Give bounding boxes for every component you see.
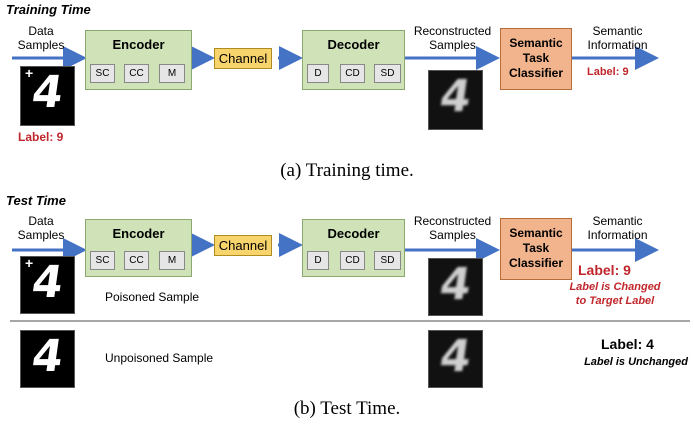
test-decoder-block: Decoder D CD SD xyxy=(302,219,405,277)
train-input-digit: + 4 xyxy=(20,65,75,126)
test-data-samples-label: Data Samples xyxy=(17,214,65,242)
plus-icon: + xyxy=(25,65,34,81)
train-reconstructed-digit-glyph: 4 xyxy=(436,71,475,122)
training-title: Training Time xyxy=(6,2,91,17)
test-unpoisoned-reconstructed-digit: 4 xyxy=(428,330,483,388)
train-semantic-info-label: Semantic Information xyxy=(587,24,648,52)
test-encoder-cc: CC xyxy=(124,251,149,270)
train-decoder-title: Decoder xyxy=(327,37,380,52)
poisoned-note: Label is Changed to Target Label xyxy=(569,281,661,307)
test-decoder-d: D xyxy=(307,251,329,270)
train-decoder-sd: SD xyxy=(374,64,401,83)
test-poisoned-digit-glyph: 4 xyxy=(28,257,67,308)
train-reconstructed-label: Reconstructed Samples xyxy=(413,24,492,52)
plus-icon: + xyxy=(25,255,34,271)
train-encoder-m: M xyxy=(159,64,185,83)
train-channel-block: Channel xyxy=(214,48,272,69)
train-encoder-block: Encoder SC CC M xyxy=(85,30,192,90)
train-output-label: Label: 9 xyxy=(587,66,629,78)
train-encoder-sc: SC xyxy=(90,64,115,83)
test-decoder-sd: SD xyxy=(374,251,401,270)
test-classifier-block: Semantic Task Classifier xyxy=(500,218,572,280)
train-data-samples-label: Data Samples xyxy=(17,24,65,52)
train-decoder-d: D xyxy=(307,64,329,83)
test-title: Test Time xyxy=(6,193,66,208)
caption-a: (a) Training time. xyxy=(280,160,414,181)
test-encoder-block: Encoder SC CC M xyxy=(85,219,192,277)
train-input-digit-glyph: 4 xyxy=(28,67,67,118)
test-poisoned-reconstructed-digit: 4 xyxy=(428,258,483,316)
train-encoder-title: Encoder xyxy=(112,37,165,52)
poisoned-sample-label: Poisoned Sample xyxy=(105,290,200,304)
test-reconstructed-label: Reconstructed Samples xyxy=(413,214,492,242)
test-unpoisoned-digit-glyph: 4 xyxy=(28,331,67,382)
train-input-label: Label: 9 xyxy=(18,130,64,144)
unpoisoned-note: Label is Unchanged xyxy=(584,356,688,368)
unpoisoned-sample-label: Unpoisoned Sample xyxy=(105,351,214,365)
train-decoder-block: Decoder D CD SD xyxy=(302,30,405,90)
caption-b: (b) Test Time. xyxy=(293,398,401,419)
train-reconstructed-digit: 4 xyxy=(428,70,483,130)
test-encoder-sc: SC xyxy=(90,251,115,270)
test-decoder-title: Decoder xyxy=(327,226,380,241)
test-channel-block: Channel xyxy=(214,235,272,256)
test-unpoisoned-digit: 4 xyxy=(20,330,75,388)
test-encoder-m: M xyxy=(159,251,185,270)
train-encoder-cc: CC xyxy=(124,64,149,83)
test-decoder-cd: CD xyxy=(340,251,365,270)
test-poisoned-digit: + 4 xyxy=(20,255,75,314)
test-encoder-title: Encoder xyxy=(112,226,165,241)
train-decoder-cd: CD xyxy=(340,64,365,83)
test-unpoisoned-reconstructed-glyph: 4 xyxy=(436,331,475,382)
poisoned-output-label: Label: 9 xyxy=(578,262,631,278)
unpoisoned-output-label: Label: 4 xyxy=(601,336,654,352)
train-classifier-block: Semantic Task Classifier xyxy=(500,28,572,90)
test-poisoned-reconstructed-glyph: 4 xyxy=(436,259,475,310)
test-semantic-info-label: Semantic Information xyxy=(587,214,648,242)
